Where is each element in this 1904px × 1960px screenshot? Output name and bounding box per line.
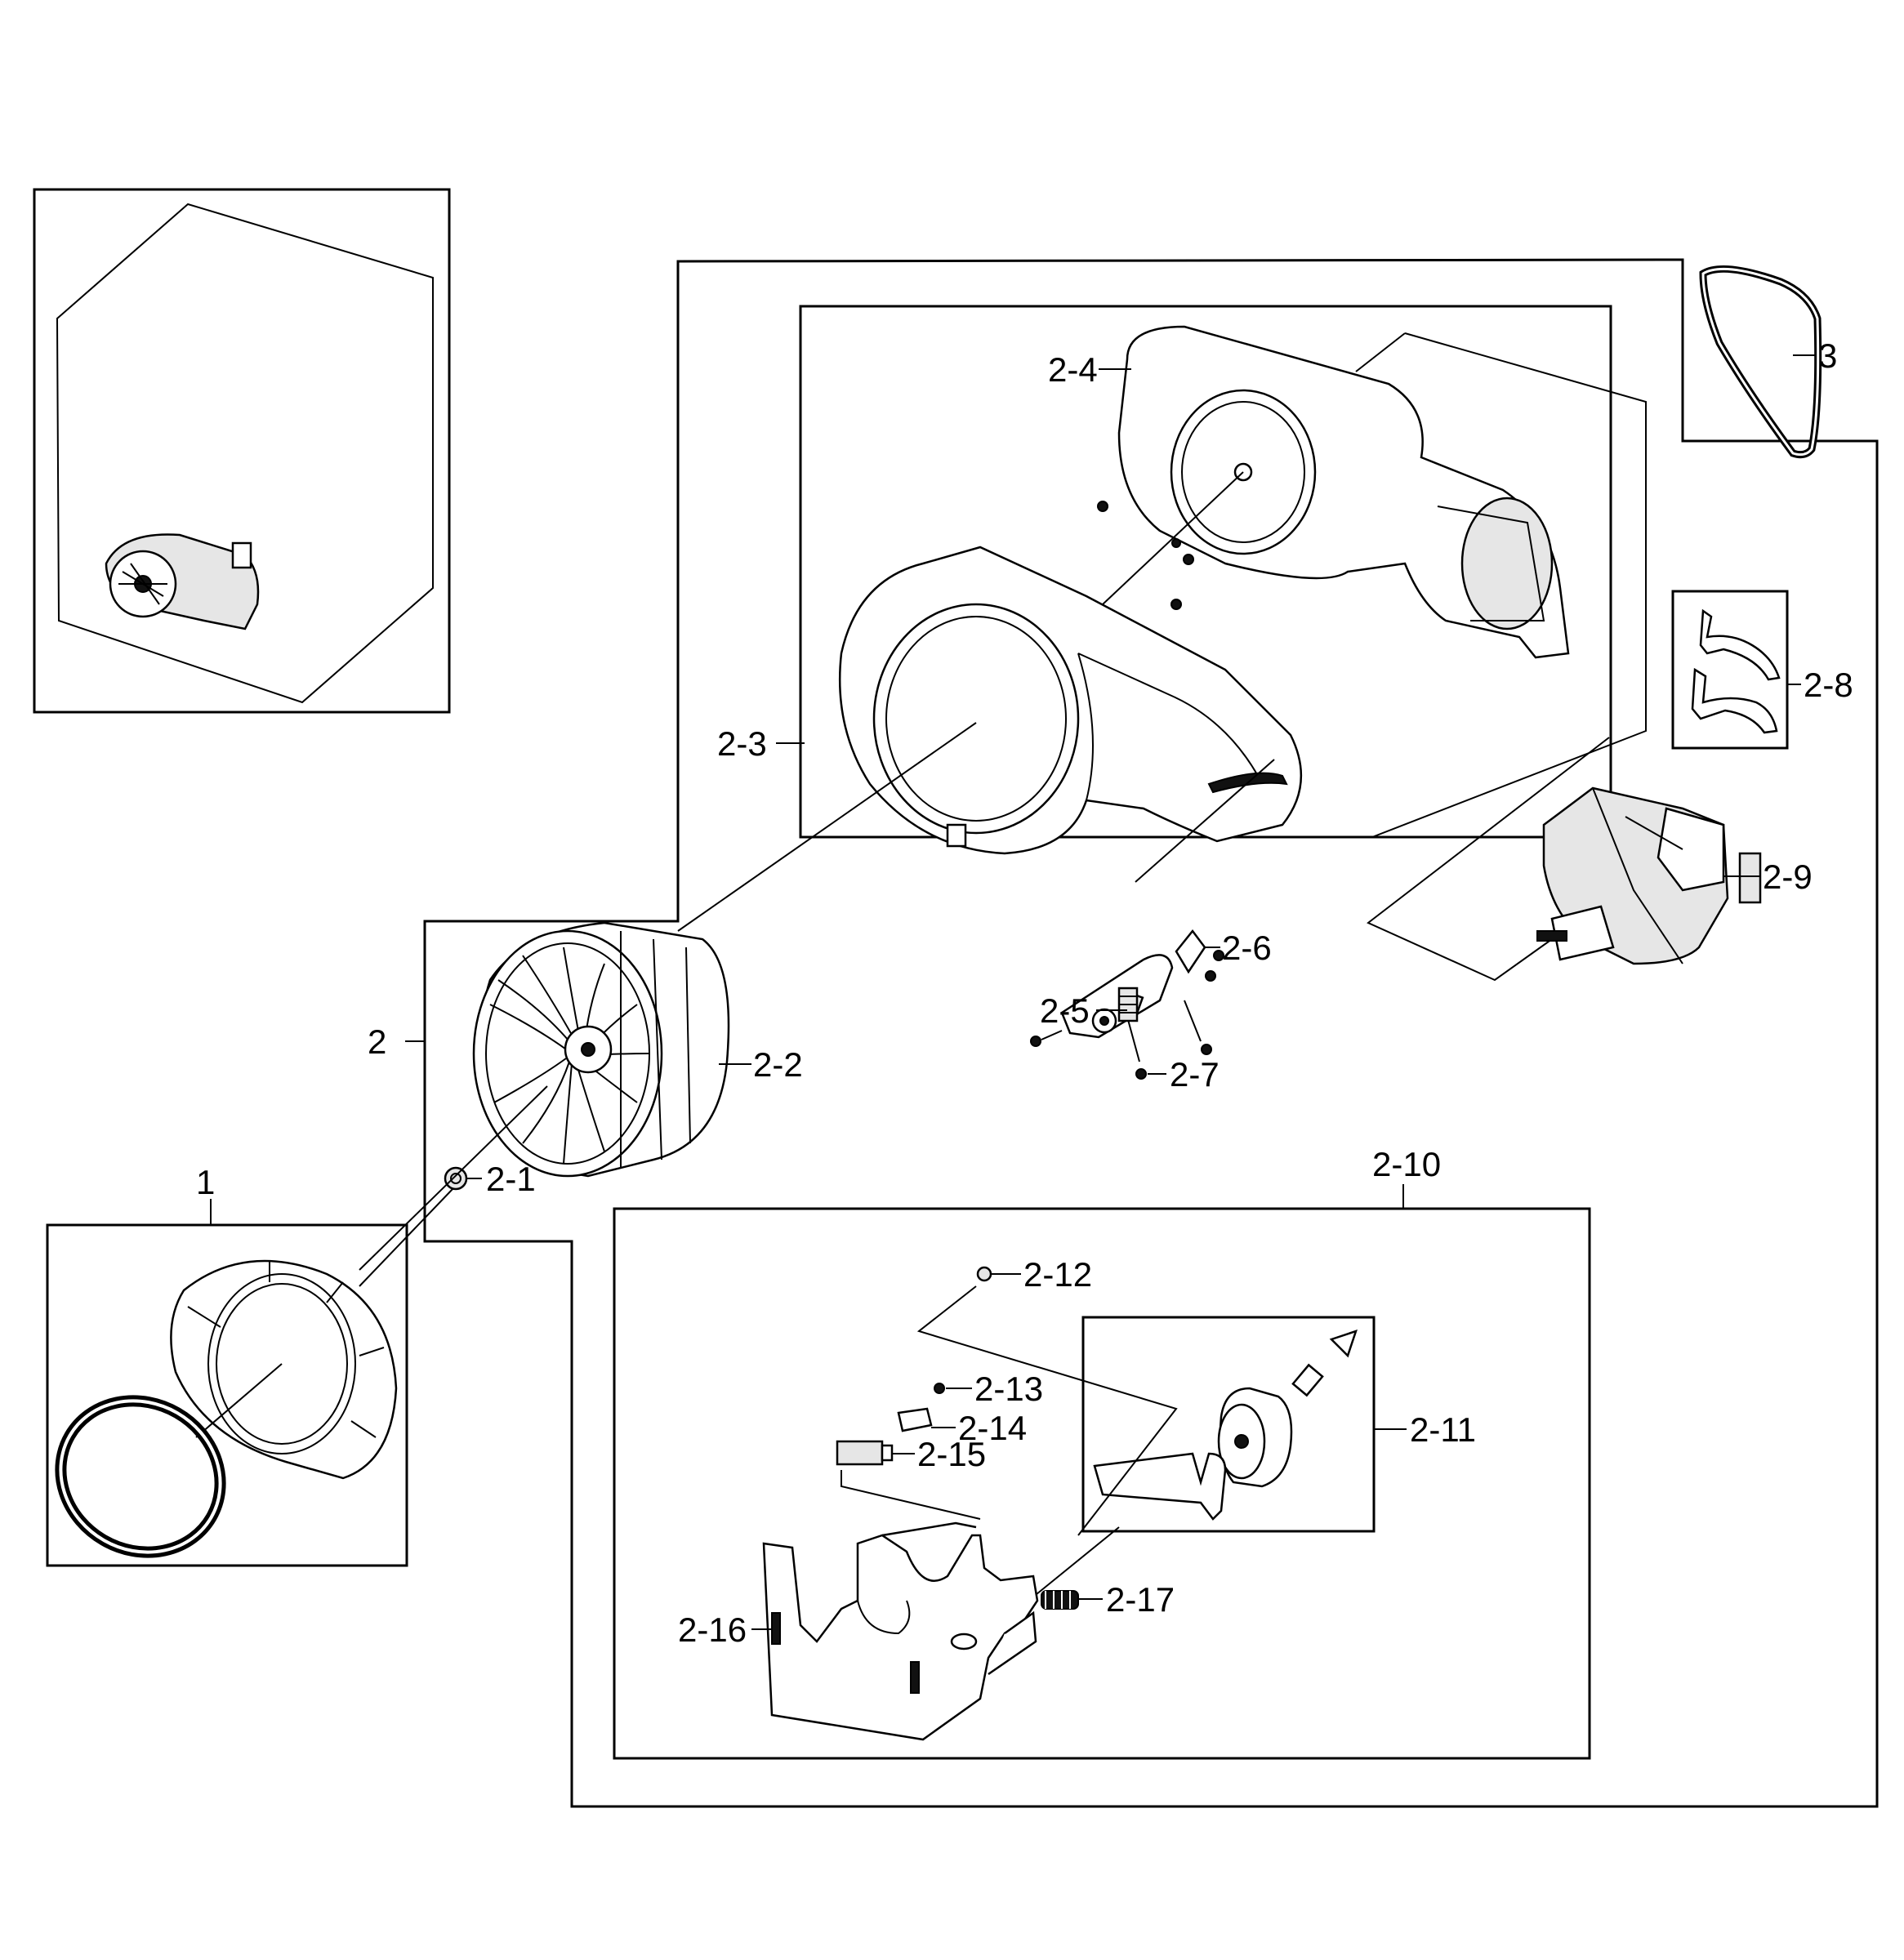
belt-3 (1699, 265, 1822, 459)
callout-2-5: 2-5 (1040, 991, 1090, 1030)
guide-line-wheel (677, 722, 977, 932)
callout-2-9: 2-9 (1763, 858, 1813, 896)
group-2-outline (423, 258, 1879, 1808)
bracket-2-5 (1030, 954, 1174, 1047)
door-seal-ring (55, 1395, 226, 1558)
blower-wheel-2-2 (472, 921, 730, 1178)
guide-line-seal (195, 1363, 283, 1438)
base-bracket-2-16 (762, 1521, 1039, 1741)
housing-guide-lines (1355, 332, 1647, 838)
motor-2-9 (1536, 786, 1762, 965)
callout-2-10: 2-10 (1372, 1145, 1441, 1183)
inset-blower-assembly (105, 533, 260, 630)
part-1-frame (46, 1223, 408, 1567)
nut-2-12 (976, 1266, 992, 1282)
guide-lines-2-15 (841, 1470, 981, 1520)
callout-2-2: 2-2 (753, 1045, 803, 1084)
bracket-guide-line (1184, 1000, 1202, 1042)
inset-cabinet-outline (56, 203, 434, 704)
clip-2-14 (897, 1407, 933, 1432)
switch-2-15 (836, 1440, 894, 1466)
front-cover-1 (170, 1259, 398, 1480)
clamps-2-8 (1691, 608, 1781, 734)
callout-leaders (405, 354, 1816, 1630)
callout-2-8: 2-8 (1804, 666, 1853, 704)
idler-pulley-2-11 (1093, 1330, 1358, 1521)
callout-2: 2 (368, 1022, 386, 1061)
callout-2-6: 2-6 (1222, 929, 1272, 967)
guide-line-bracket (1135, 759, 1275, 883)
screw-2-13 (934, 1383, 945, 1394)
callout-2-3: 2-3 (717, 724, 767, 763)
guide-line-shaft (1102, 471, 1244, 605)
guide-line-cover (359, 1085, 548, 1271)
callout-2-7: 2-7 (1170, 1055, 1220, 1094)
spring-2-17 (1041, 1590, 1079, 1610)
nut-2-1 (444, 1166, 468, 1191)
rear-housing-2-4 (1097, 325, 1570, 659)
callout-2-16: 2-16 (678, 1610, 747, 1649)
callout-2-12: 2-12 (1023, 1255, 1092, 1294)
callout-2-1: 2-1 (486, 1160, 536, 1198)
screw-2-7 (1135, 1068, 1147, 1080)
callout-2-11: 2-11 (1410, 1410, 1476, 1449)
callout-2-4: 2-4 (1048, 350, 1098, 389)
inset-frame (33, 188, 451, 714)
clamp-frame-2-8 (1671, 590, 1789, 750)
callout-2-14: 2-14 (958, 1409, 1027, 1447)
inset-overview (33, 188, 451, 714)
screw-2-6 (1201, 1044, 1212, 1055)
spring-2-5 (1117, 987, 1139, 1022)
callout-2-15: 2-15 (917, 1435, 986, 1473)
bracket-2-6 (1175, 929, 1224, 982)
callout-1: 1 (196, 1163, 215, 1201)
motor-guide-lines (1367, 737, 1610, 982)
callout-2-17: 2-17 (1106, 1580, 1175, 1619)
callout-3: 3 (1818, 336, 1837, 375)
pulley-frame-2-11 (1081, 1316, 1376, 1533)
front-housing-2-3 (838, 546, 1303, 855)
idler-assembly-frame (613, 1207, 1591, 1760)
callout-2-13: 2-13 (974, 1370, 1043, 1408)
callout-labels: 1 2 2-1 2-2 2-3 2-4 2-5 2-6 2-7 2-8 2-9 … (196, 336, 1853, 1649)
